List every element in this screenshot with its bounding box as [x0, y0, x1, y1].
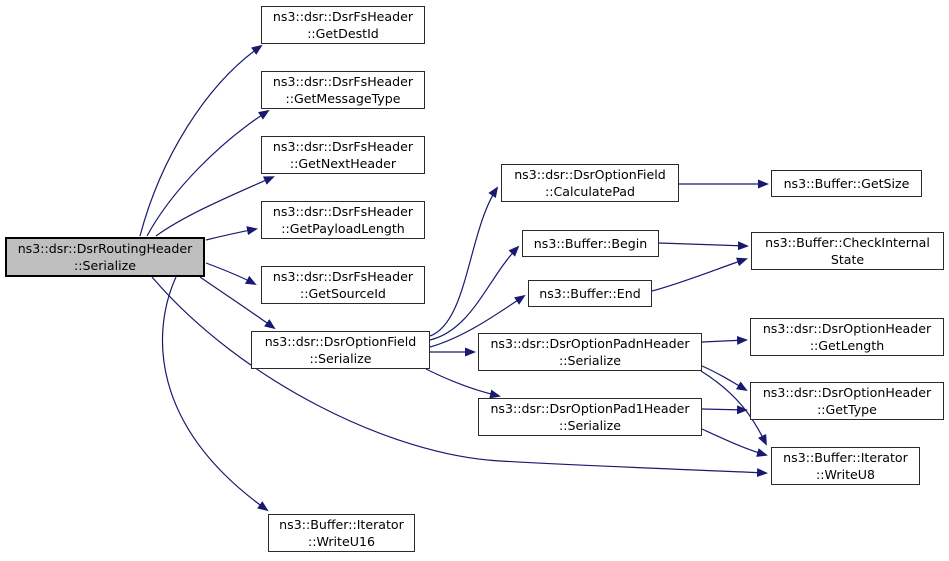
node-dsr-fs-header-get-dest-id[interactable]: ns3::dsr::DsrFsHeader ::GetDestId [261, 6, 425, 44]
edge-root-to-get-message-type [146, 109, 270, 237]
node-buffer-begin[interactable]: ns3::Buffer::Begin [522, 230, 659, 257]
edge-pad1-serialize-to-get-type [701, 405, 748, 415]
edge-root-to-write-u16 [161, 276, 269, 512]
edge-root-to-option-field-serialize [199, 276, 276, 330]
edge-buffer-begin-to-check-internal-state [658, 241, 749, 251]
edge-pad1-serialize-to-write-u8 [701, 428, 768, 457]
node-dsr-fs-header-get-source-id[interactable]: ns3::dsr::DsrFsHeader ::GetSourceId [261, 266, 425, 304]
node-dsr-option-field-serialize[interactable]: ns3::dsr::DsrOptionField ::Serialize [251, 331, 430, 369]
edge-option-field-serialize-to-buffer-end [429, 294, 526, 348]
edge-root-to-write-u8 [151, 276, 768, 478]
node-buffer-check-internal-state[interactable]: ns3::Buffer::CheckInternal State [751, 232, 944, 270]
node-dsr-fs-header-get-payload-length[interactable]: ns3::dsr::DsrFsHeader ::GetPayloadLength [261, 201, 425, 239]
node-buffer-get-size[interactable]: ns3::Buffer::GetSize [771, 170, 922, 197]
node-dsr-option-header-get-type[interactable]: ns3::dsr::DsrOptionHeader ::GetType [750, 382, 944, 420]
edge-buffer-end-to-check-internal-state [651, 257, 748, 292]
node-buffer-end[interactable]: ns3::Buffer::End [528, 280, 652, 307]
edge-option-field-serialize-to-pad1-serialize [425, 368, 501, 399]
edge-root-to-get-source-id [205, 262, 257, 285]
node-dsr-routing-header-serialize[interactable]: ns3::dsr::DsrRoutingHeader ::Serialize [5, 237, 205, 277]
node-dsr-option-field-calculate-pad[interactable]: ns3::dsr::DsrOptionField ::CalculatePad [501, 164, 679, 202]
edge-padn-serialize-to-get-type [701, 365, 748, 392]
node-buffer-iterator-write-u16[interactable]: ns3::Buffer::Iterator ::WriteU16 [268, 514, 415, 552]
node-buffer-iterator-write-u8[interactable]: ns3::Buffer::Iterator ::WriteU8 [771, 447, 920, 485]
node-dsr-fs-header-get-message-type[interactable]: ns3::dsr::DsrFsHeader ::GetMessageType [261, 71, 425, 109]
node-dsr-option-pad1-header-serialize[interactable]: ns3::dsr::DsrOptionPad1Header ::Serializ… [478, 398, 702, 436]
edge-option-field-serialize-to-buffer-begin [429, 245, 520, 341]
edge-root-to-get-next-header [155, 176, 275, 237]
edge-root-to-get-payload-length [205, 226, 258, 241]
edge-padn-serialize-to-get-length [701, 335, 748, 345]
node-dsr-option-padn-header-serialize[interactable]: ns3::dsr::DsrOptionPadnHeader ::Serializ… [478, 333, 702, 371]
edge-root-to-get-dest-id [139, 44, 263, 237]
node-dsr-option-header-get-length[interactable]: ns3::dsr::DsrOptionHeader ::GetLength [750, 318, 944, 356]
edge-option-field-serialize-to-calculate-pad [429, 186, 499, 337]
node-dsr-fs-header-get-next-header[interactable]: ns3::dsr::DsrFsHeader ::GetNextHeader [261, 136, 425, 174]
